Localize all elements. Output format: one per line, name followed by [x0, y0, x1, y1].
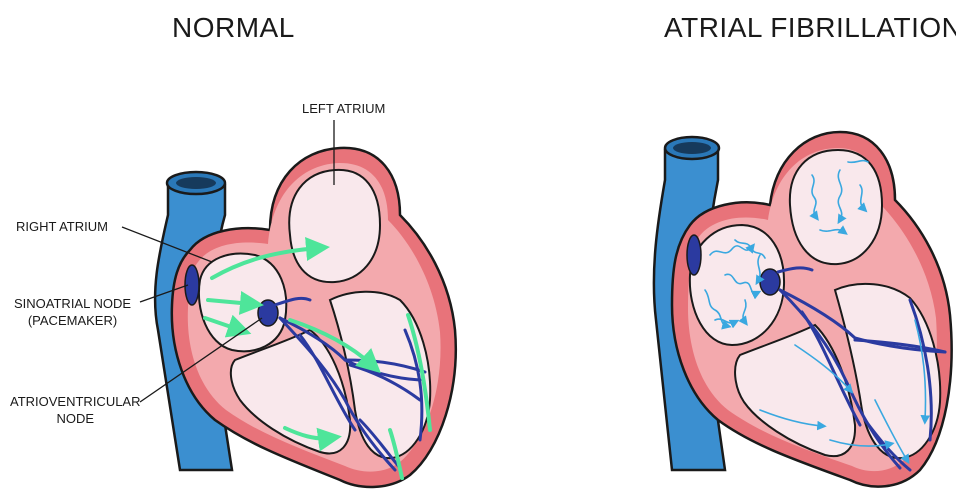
heart-normal [155, 148, 456, 487]
left-atrium-chamber [289, 170, 380, 282]
heart-afib [654, 132, 952, 487]
left-atrium-chamber-afib [790, 150, 882, 264]
